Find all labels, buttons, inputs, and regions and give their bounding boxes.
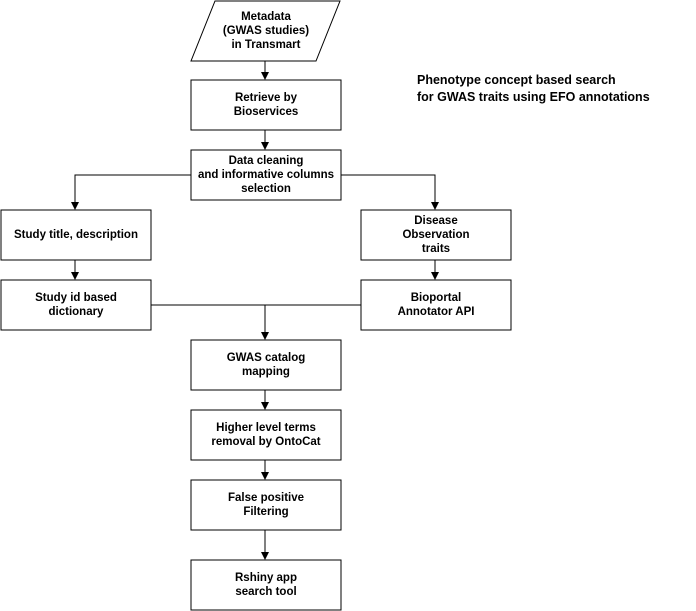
arrow-cleaning-disease: [341, 174, 439, 210]
metadata-parallelogram: [190, 0, 341, 62]
retrieve-label: Retrieve by Bioservices: [233, 92, 299, 118]
disease-box: [360, 209, 512, 261]
diagram-title: Phenotype concept based search for GWAS …: [417, 73, 650, 104]
arrow-cleaning-study-title: [71, 174, 191, 210]
rshiny-box: [190, 559, 342, 611]
study-title-box: [0, 209, 152, 261]
study-title-label: Study title, description: [14, 229, 138, 241]
cleaning-label: Data cleaning and informative columns se…: [197, 155, 335, 195]
false-positive-box: [190, 479, 342, 531]
retrieve-box: [190, 79, 342, 131]
study-id-label: Study id based dictionary: [35, 292, 117, 318]
false-positive-label: False positive Filtering: [227, 492, 305, 518]
gwas-catalog-label: GWAS catalog mapping: [226, 352, 306, 378]
bioportal-label: Bioportal Annotator API: [397, 292, 475, 318]
study-id-box: [0, 279, 152, 331]
higher-level-label: Higher level terms removal by OntoCat: [211, 422, 321, 448]
gwas-catalog-box: [190, 339, 342, 391]
higher-level-box: [190, 409, 342, 461]
bioportal-box: [360, 279, 512, 331]
rshiny-label: Rshiny app search tool: [235, 572, 297, 598]
metadata-label: Metadata (GWAS studies) in Transmart: [222, 11, 310, 51]
disease-label: Disease Observation traits: [402, 215, 470, 255]
